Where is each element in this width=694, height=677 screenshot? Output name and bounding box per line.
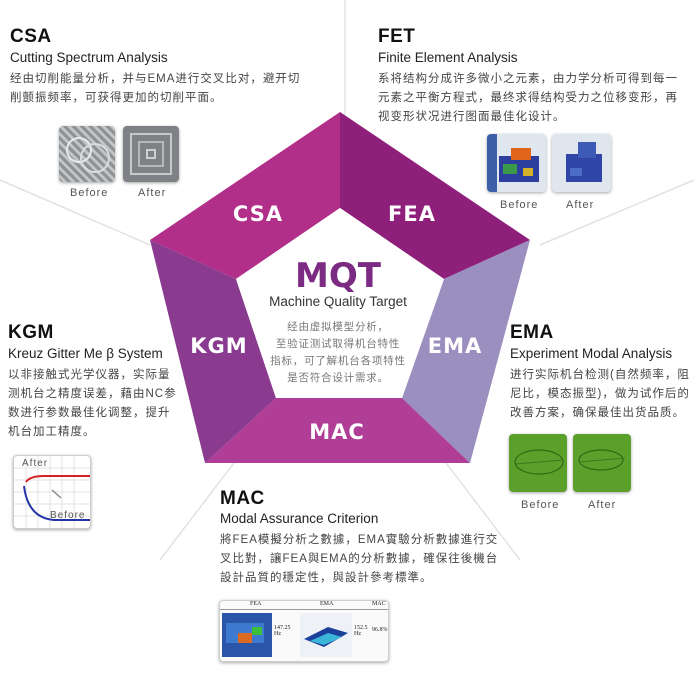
mac-subtitle: Modal Assurance Criterion: [220, 511, 379, 526]
segment-label-ema: EMA: [428, 334, 483, 358]
mac-comparison-table-image: FEA EMA MAC 147.25 Hz 152.5 Hz 96.8%: [219, 600, 389, 662]
csa-before-caption: Before: [70, 187, 109, 199]
mac-code: MAC: [220, 488, 265, 509]
mac-fea-mode-image: [222, 613, 272, 657]
mac-value: 96.8%: [372, 627, 388, 633]
kgm-chart-image: [13, 455, 91, 529]
mac-fea-frequency: 147.25 Hz: [274, 625, 291, 637]
kgm-before-label: Before: [50, 510, 86, 521]
fet-desc-line: 系将结构分成许多微小之元素，由力学分析可得到每一: [378, 73, 678, 85]
ema-segment: [402, 240, 530, 463]
ema-after-caption: After: [588, 499, 617, 511]
csa-after-image: [123, 126, 179, 182]
mac-table-header-mac: MAC: [372, 601, 386, 607]
fet-before-image: [487, 134, 546, 192]
mac-desc-line: 叉比對，讓FEA與EMA的分析數據，確保往後機台: [220, 553, 499, 565]
kgm-subtitle: Kreuz Gitter Me β System: [8, 346, 163, 361]
csa-before-image: [59, 126, 115, 182]
ema-desc-line: 进行实际机台检测(自然频率，阻: [510, 369, 690, 381]
kgm-segment: [150, 240, 276, 463]
kgm-desc-line: 以非接触式光学仪器，实际量: [8, 369, 171, 381]
connector-bottom-left: [159, 454, 241, 561]
center-subtitle: Machine Quality Target: [269, 294, 407, 309]
ema-subtitle: Experiment Modal Analysis: [510, 346, 673, 361]
mac-segment: [205, 398, 470, 463]
fea-segment: [340, 112, 530, 279]
ema-desc-line: 尼比，模态振型)，做为试作后的: [510, 388, 690, 400]
connector-right: [539, 179, 694, 246]
kgm-after-label: After: [22, 458, 49, 469]
csa-subtitle: Cutting Spectrum Analysis: [10, 50, 168, 65]
segment-label-kgm: KGM: [190, 334, 247, 358]
center-title: MQT: [295, 256, 382, 296]
mac-ema-frequency: 152.5 Hz: [354, 625, 368, 637]
kgm-desc-line: 机台加工精度。: [8, 426, 96, 438]
ema-before-image: [509, 434, 567, 492]
connector-bottom-right: [439, 454, 521, 561]
segment-label-csa: CSA: [233, 202, 283, 226]
center-desc-line: 指标，可了解机台各项特性: [270, 354, 406, 367]
fet-after-image: [552, 134, 611, 192]
ema-before-caption: Before: [521, 499, 560, 511]
mac-table-header-ema: EMA: [320, 601, 334, 607]
ema-description: 进行实际机台检测(自然频率，阻 尼比，模态振型)，做为试作后的 改善方案，确保最…: [510, 366, 692, 423]
kgm-desc-line: 测机台之精度误差，藉由NC参: [8, 388, 177, 400]
kgm-desc-line: 数进行参数最佳化调整，提升: [8, 407, 171, 419]
fet-after-caption: After: [566, 199, 595, 211]
center-desc-line: 经由虚拟模型分析，: [287, 320, 389, 333]
csa-desc-line: 经由切削能量分析，并与EMA进行交叉比对，避开切: [10, 73, 301, 85]
segment-label-mac: MAC: [309, 420, 365, 444]
fet-before-caption: Before: [500, 199, 539, 211]
ema-after-image: [573, 434, 631, 492]
kgm-description: 以非接触式光学仪器，实际量 测机台之精度误差，藉由NC参 数进行参数最佳化调整，…: [8, 366, 188, 442]
ema-code: EMA: [510, 322, 554, 343]
center-desc-line: 至验证测试取得机台特性: [276, 337, 400, 350]
csa-segment: [150, 112, 340, 279]
fet-desc-line: 元素之平衡方程式，最终求得结构受力之位移变形，再: [378, 92, 678, 104]
center-pentagon: [236, 208, 444, 398]
fet-subtitle: Finite Element Analysis: [378, 50, 518, 65]
mac-desc-line: 將FEA模擬分析之數據，EMA實驗分析數據進行交: [220, 534, 499, 546]
kgm-code: KGM: [8, 322, 54, 343]
center-desc-line: 是否符合设计需求。: [287, 371, 389, 384]
mac-ema-mode-image: [300, 613, 352, 657]
mac-description: 將FEA模擬分析之數據，EMA實驗分析數據進行交 叉比對，讓FEA與EMA的分析…: [220, 531, 520, 588]
fet-code: FET: [378, 26, 416, 47]
fet-description: 系将结构分成许多微小之元素，由力学分析可得到每一 元素之平衡方程式，最终求得结构…: [378, 70, 690, 127]
ema-desc-line: 改善方案，确保最佳出货品质。: [510, 407, 685, 419]
mac-table-header-fea: FEA: [250, 601, 262, 607]
csa-after-caption: After: [138, 187, 167, 199]
fet-desc-line: 视变形状况进行图面最佳化设计。: [378, 111, 566, 123]
csa-desc-line: 削颤振频率，可获得更加的切削平面。: [10, 92, 223, 104]
segment-label-fea: FEA: [388, 202, 436, 226]
connector-left: [0, 179, 151, 246]
mac-table-header: FEA EMA MAC: [220, 601, 388, 610]
csa-code: CSA: [10, 26, 52, 47]
csa-description: 经由切削能量分析，并与EMA进行交叉比对，避开切 削颤振频率，可获得更加的切削平…: [10, 70, 330, 108]
mac-desc-line: 設計品質的穩定性，與設計參考標準。: [220, 572, 433, 584]
